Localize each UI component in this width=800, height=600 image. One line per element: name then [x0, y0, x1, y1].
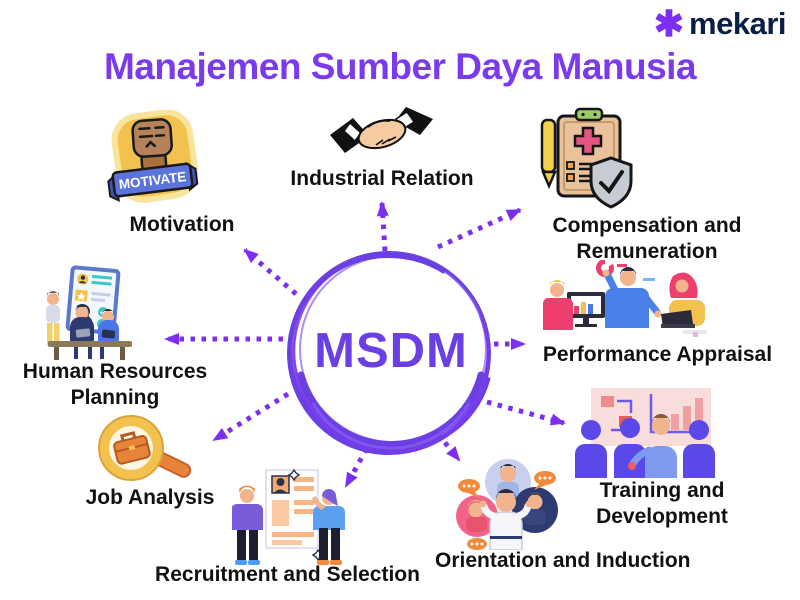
arrow-to-compensation: [436, 207, 522, 250]
motivation-fist-icon: MOTIVATE: [103, 109, 203, 217]
page-title: Manajemen Sumber Daya Manusia: [103, 46, 697, 87]
mekari-asterisk-icon: ✱: [653, 3, 685, 44]
mekari-logo-text: mekari: [689, 6, 786, 41]
node-label-human-resources-planning: Human Resources Planning: [22, 360, 208, 410]
node-label-job-analysis: Job Analysis: [85, 486, 215, 509]
msdm-label: MSDM: [314, 324, 468, 378]
people-charts-icon: [542, 259, 713, 345]
handshake-icon: [328, 103, 438, 170]
magnifier-briefcase-icon: [93, 415, 193, 495]
node-label-recruitment-selection: Recruitment and Selection: [155, 563, 420, 586]
clipboard-shield-icon: [534, 106, 636, 217]
node-label-orientation-induction: Orientation and Induction: [435, 549, 691, 572]
team-planning-board-icon: [40, 265, 140, 365]
resume-candidates-icon: [231, 468, 347, 573]
group-speech-bubbles-icon: [452, 452, 560, 555]
node-label-motivation: Motivation: [129, 213, 235, 236]
node-label-performance-appraisal: Performance Appraisal: [542, 343, 773, 366]
mekari-logo: ✱ mekari: [653, 3, 787, 44]
arrow-to-job-analysis: [212, 391, 290, 443]
node-label-compensation: Compensation and Remuneration: [552, 214, 742, 264]
node-label-training-development: Training and Development: [596, 479, 728, 529]
node-label-industrial-relation: Industrial Relation: [290, 167, 474, 190]
msdm-center-node: MSDM: [283, 243, 499, 459]
presentation-audience-icon: [575, 386, 715, 483]
scribble-circle-icon: [287, 250, 494, 455]
